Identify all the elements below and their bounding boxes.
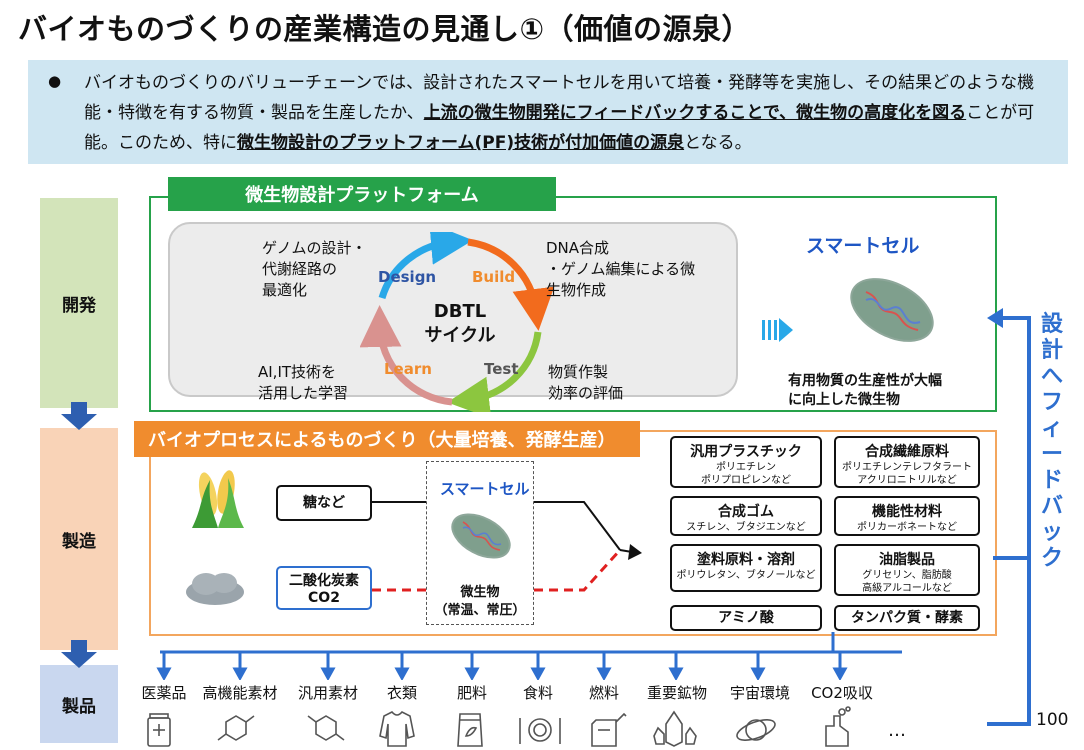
product-box: アミノ酸 [670,605,822,631]
page-number: 100 [1036,710,1069,730]
product-sub: スチレン、ブタジエンなど [686,522,806,533]
product-title: 機能性材料 [872,504,942,520]
product-sub: グリセリン、脂肪酸 高級アルコールなど [862,570,952,594]
category-label: 肥料 [456,684,487,702]
product-box: 塗料原料・溶剤ポリウレタン、ブタノールなど [670,544,822,592]
category-label: 医薬品 [141,684,187,702]
triple-arrow-icon [762,318,793,342]
microbe-icon [451,513,511,559]
product-title: 油脂製品 [879,552,935,568]
smartcell-title: スマートセル [806,235,920,257]
material-icon [307,715,345,741]
molecule-icon [217,715,255,741]
summary-part3: となる。 [684,133,752,153]
build-label: Build [472,268,516,286]
factory-icon [825,706,851,747]
shirt-icon [379,711,415,747]
test-label: Test [484,360,519,378]
product-box: 汎用プラスチックポリエチレン ポリプロピレンなど [670,436,822,488]
product-box: 合成繊維原料ポリエチレンテレフタラート アクリロニトリルなど [834,436,980,488]
medicine-icon [147,713,171,747]
build-text: DNA合成 ・ゲノム編集による微 生物作成 [546,239,696,299]
mineral-icon [653,710,697,747]
sugar-box: 糖など [276,485,372,521]
mfg-smartcell-title: スマートセル [440,480,530,498]
fertilizer-icon [457,713,483,747]
co2-formula: CO2 [308,590,340,606]
product-title: 合成ゴム [718,504,774,520]
sugar-label: 糖など [303,495,345,511]
stage-dev-label: 開発 [40,198,118,408]
product-title: アミノ酸 [718,610,774,626]
product-sub: ポリウレタン、ブタノールなど [676,570,816,581]
summary-part1: バイオものづくりのバリューチェーンでは、設計されたスマートセルを用いて培養・発酵… [84,73,1035,123]
food-icon [519,718,561,744]
category-label: 燃料 [588,684,619,702]
category-label: 汎用素材 [297,684,358,702]
down-arrow-icon [61,402,97,430]
platform-label: 微生物設計プラットフォーム [168,177,556,211]
corn-icon [192,470,244,528]
product-title: 汎用プラスチック [690,444,802,460]
ellipsis: … [888,720,906,741]
platform-frame [149,196,997,412]
product-sub: ポリエチレン ポリプロピレンなど [701,462,791,486]
cloud-icon [186,573,244,605]
design-label: Design [378,268,437,286]
product-box: 機能性材料ポリカーボネートなど [834,496,980,536]
category-label: 宇宙環境 [729,684,790,702]
category-label: CO2吸収 [811,684,873,702]
microbe-label: 微生物 [460,585,500,600]
category-label: 高機能素材 [202,684,278,702]
distribution-lines [156,632,902,680]
summary-text: バイオものづくりのバリューチェーンでは、設計されたスマートセルを用いて培養・発酵… [84,68,1059,158]
co2-box: 二酸化炭素 CO2 [276,566,372,610]
summary-highlight1: 上流の微生物開発にフィードバックすることで、微生物の高度化を図る [423,103,967,123]
product-sub: ポリカーボネートなど [857,522,957,533]
stage-mfg-label: 製造 [40,428,118,650]
down-arrow-icon [61,640,97,668]
product-box: 油脂製品グリセリン、脂肪酸 高級アルコールなど [834,544,980,596]
space-icon [736,719,776,741]
dbtl-title: DBTL [433,301,487,322]
product-box: タンパク質・酵素 [834,605,980,631]
bullet-icon: ● [48,72,62,90]
product-title: タンパク質・酵素 [851,610,963,626]
product-sub: ポリエチレンテレフタラート アクリロニトリルなど [842,462,972,486]
category-icons [147,706,851,747]
category-label: 衣類 [386,684,417,702]
summary-box: ● バイオものづくりのバリューチェーンでは、設計されたスマートセルを用いて培養・… [28,60,1068,164]
fuel-icon [591,712,627,747]
smartcell-icon [850,278,934,342]
dbtl-center: DBTL サイクル [400,300,520,348]
design-text: ゲノムの設計・ 代謝経路の 最適化 [262,239,367,299]
learn-label: Learn [384,360,432,378]
process-connectors [372,501,642,592]
smartcell-caption: 有用物質の生産性が大幅 に向上した微生物 [788,373,942,408]
dbtl-subtitle: サイクル [424,325,496,346]
product-title: 塗料原料・溶剤 [697,552,795,568]
microbe-caption: 微生物 （常温、常圧） [426,584,534,620]
dbtl-cycle-arrows [360,232,555,412]
product-title: 合成繊維原料 [865,444,949,460]
summary-part2: ことが可能。このため、特に [84,103,1035,153]
microbe-condition: （常温、常圧） [434,603,526,618]
manufacturing-label: バイオプロセスによるものづくり（大量培養、発酵生産） [134,421,640,457]
stage-prod-label: 製品 [40,665,118,743]
test-text: 物質作製 効率の評価 [548,363,624,402]
feedback-label: 設計へフィードバック [1040,312,1063,571]
category-label: 食料 [522,684,553,702]
learn-text: AI,IT技術を 活用した学習 [258,363,349,402]
feedback-arrow [987,308,1031,726]
summary-highlight2: 微生物設計のプラットフォーム(PF)技術が付加価値の源泉 [237,133,685,153]
product-box: 合成ゴムスチレン、ブタジエンなど [670,496,822,536]
co2-label: 二酸化炭素 [289,573,359,589]
microbe-box [426,461,534,625]
category-label: 重要鉱物 [646,684,707,702]
page-title: バイオものづくりの産業構造の見通し①（価値の源泉） [18,12,752,46]
